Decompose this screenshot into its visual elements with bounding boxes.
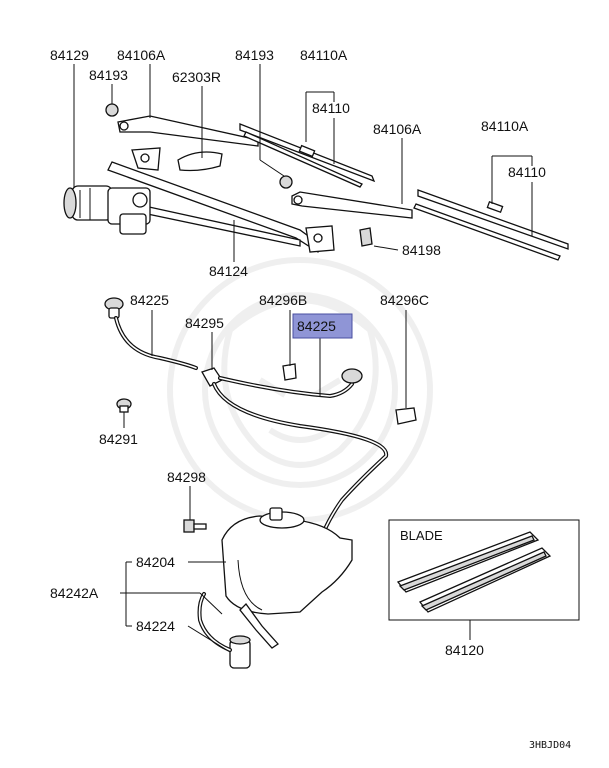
wiper-arm-left [117,115,259,147]
washer-tank-group [183,507,353,669]
label-84298[interactable]: 84298 [167,469,206,485]
label-84193-right[interactable]: 84193 [235,47,274,63]
label-84106A-right[interactable]: 84106A [373,121,422,137]
washer-pump [197,592,251,669]
cowl-cap-62303R [177,151,223,172]
label-84242A[interactable]: 84242A [50,585,99,601]
wiper-blade-right [413,189,569,261]
label-84193-left[interactable]: 84193 [89,67,128,83]
label-84225-highlighted[interactable]: 84225 [297,318,336,334]
clip-84198 [359,227,373,247]
part-labels: 84129 84106A 84193 62303R 84193 84110A 8… [50,47,571,751]
label-84124[interactable]: 84124 [209,263,248,279]
highlight-box-84225 [292,313,353,339]
washer-nozzle-right [341,368,363,384]
leader-lines [73,64,533,653]
label-84291[interactable]: 84291 [99,431,138,447]
label-84296C[interactable]: 84296C [380,292,429,308]
label-84204[interactable]: 84204 [136,554,175,570]
clip-84296C [395,407,417,425]
blade-inset-title: BLADE [400,528,443,543]
washer-hose-group [104,297,417,608]
nut-84193-right [279,175,293,189]
label-84106A-left[interactable]: 84106A [117,47,166,63]
figure-code: 3HBJD04 [529,740,571,751]
label-62303R[interactable]: 62303R [172,69,221,85]
grommet-84291 [116,398,132,413]
label-84295[interactable]: 84295 [185,315,224,331]
label-84110-right[interactable]: 84110 [508,164,546,180]
label-84110-left[interactable]: 84110 [312,100,350,116]
label-84129[interactable]: 84129 [50,47,89,63]
wiper-arm-right [291,191,413,219]
blade-inset [388,519,580,621]
label-84225-left[interactable]: 84225 [130,292,169,308]
label-84110A-right[interactable]: 84110A [481,118,529,134]
washer-nozzle-left [104,297,124,319]
linkage-rod-upper [107,161,323,253]
label-84224[interactable]: 84224 [136,618,175,634]
label-84120[interactable]: 84120 [445,642,484,658]
washer-tank [221,515,353,615]
wiper-blade-left [239,123,376,188]
nut-84193-left [105,103,119,117]
clip-84296B [282,363,297,381]
wiper-linkage-group [63,103,569,261]
bolt-84298 [183,519,207,533]
label-84296B[interactable]: 84296B [259,292,307,308]
label-84198[interactable]: 84198 [402,242,441,258]
wiper-motor [63,185,151,235]
label-84110A-left[interactable]: 84110A [300,47,348,63]
